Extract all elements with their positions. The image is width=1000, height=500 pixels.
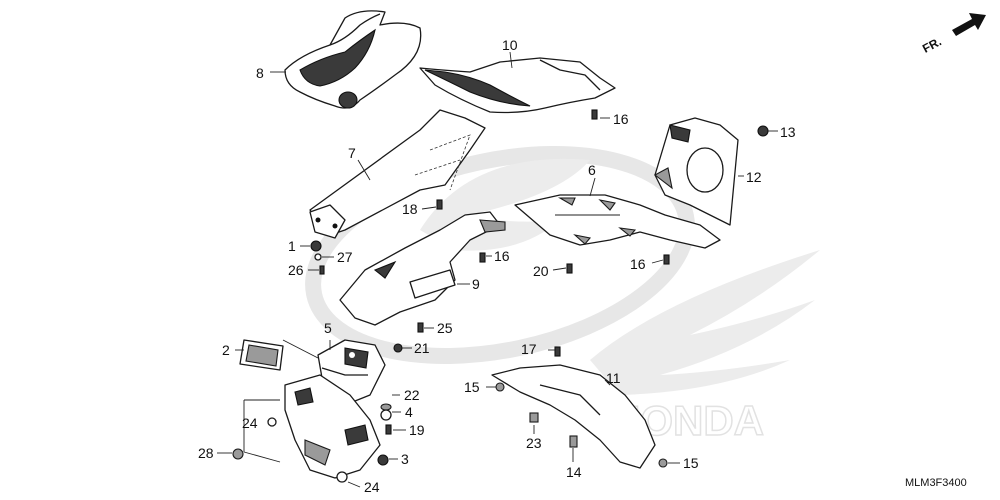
callout-21: 21 [414, 340, 430, 356]
callout-17: 17 [521, 341, 537, 357]
part-7-frame-cover [309, 109, 486, 239]
callout-20: 20 [533, 263, 549, 279]
callout-14: 14 [566, 464, 582, 480]
callout-16-upper: 16 [613, 111, 629, 127]
part-9-inner-fender [339, 211, 506, 326]
part-6-inner-plate [514, 194, 721, 249]
callout-9: 9 [472, 276, 480, 292]
callout-1: 1 [288, 238, 296, 254]
callout-6: 6 [588, 162, 596, 178]
callout-25: 25 [437, 320, 453, 336]
callout-23: 23 [526, 435, 542, 451]
license-plate-holder [284, 374, 381, 479]
fasteners [232, 109, 769, 483]
callout-7: 7 [348, 145, 356, 161]
callout-27: 27 [337, 249, 353, 265]
callout-24-upper: 24 [242, 415, 258, 431]
leader-lines [217, 51, 778, 488]
callout-10: 10 [502, 37, 518, 53]
callout-4: 4 [405, 404, 413, 420]
callout-22: 22 [404, 387, 420, 403]
callout-2: 2 [222, 342, 230, 358]
diagram-code: MLM3F3400 [905, 477, 967, 489]
callout-15-left: 15 [464, 379, 480, 395]
callout-28: 28 [198, 445, 214, 461]
callout-3: 3 [401, 451, 409, 467]
part-2-reflector [239, 339, 284, 371]
part-8-seat-cowl [284, 10, 422, 109]
front-arrow-icon [952, 13, 986, 36]
part-12-side-cover [653, 117, 739, 226]
direction-indicator: FR. [920, 13, 986, 56]
callout-16-right: 16 [630, 256, 646, 272]
callout-5: 5 [324, 320, 332, 336]
callout-24-lower: 24 [364, 479, 380, 495]
part-11-rear-fender [491, 364, 656, 469]
callout-11: 11 [606, 370, 621, 386]
callout-8: 8 [256, 65, 264, 81]
part-10-under-tray [419, 57, 616, 114]
callout-15-right: 15 [683, 455, 699, 471]
callout-26: 26 [288, 262, 304, 278]
callout-12: 12 [746, 169, 762, 185]
callouts: 8 10 16 13 7 12 6 18 1 27 26 16 20 16 9 … [198, 37, 796, 495]
callout-18: 18 [402, 201, 418, 217]
direction-label: FR. [920, 34, 944, 55]
callout-13: 13 [780, 124, 796, 140]
callout-16-middle: 16 [494, 248, 510, 264]
callout-19: 19 [409, 422, 425, 438]
